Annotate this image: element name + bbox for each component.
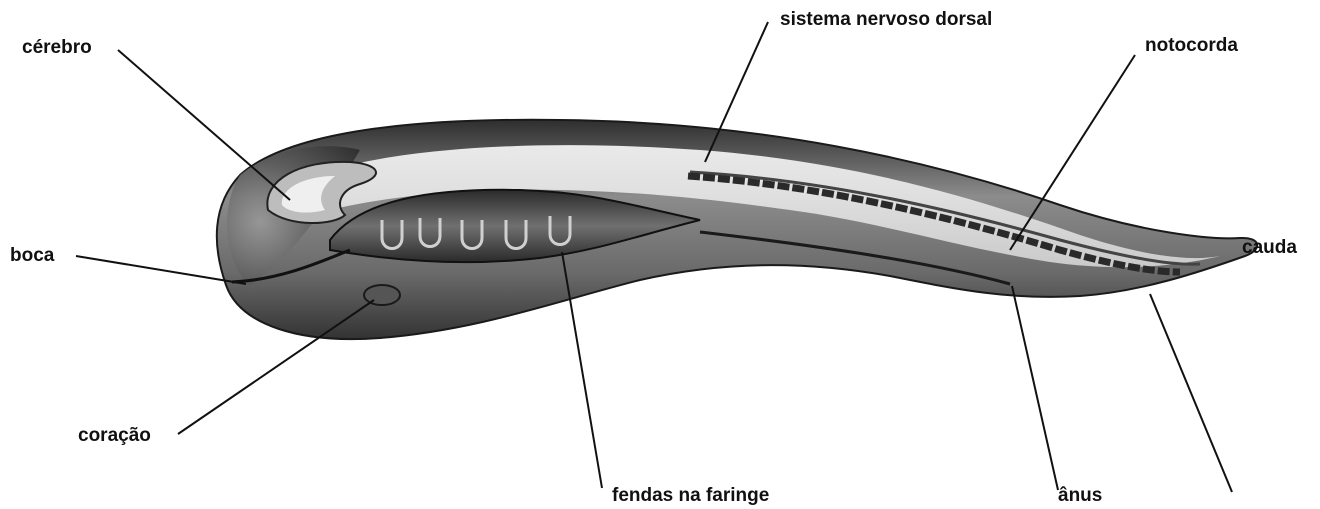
label-fendas-na-faringe: fendas na faringe <box>612 486 769 505</box>
label-coracao: coração <box>78 426 151 445</box>
label-anus: ânus <box>1058 486 1102 505</box>
label-sistema-nervoso-dorsal: sistema nervoso dorsal <box>780 10 992 29</box>
leader-line-anus <box>1012 286 1058 490</box>
label-cerebro: cérebro <box>22 38 92 57</box>
leader-line-cauda <box>1150 294 1232 492</box>
label-notocorda: notocorda <box>1145 36 1238 55</box>
label-cauda: cauda <box>1242 238 1297 257</box>
leader-line-cerebro <box>118 50 290 200</box>
label-boca: boca <box>10 246 54 265</box>
